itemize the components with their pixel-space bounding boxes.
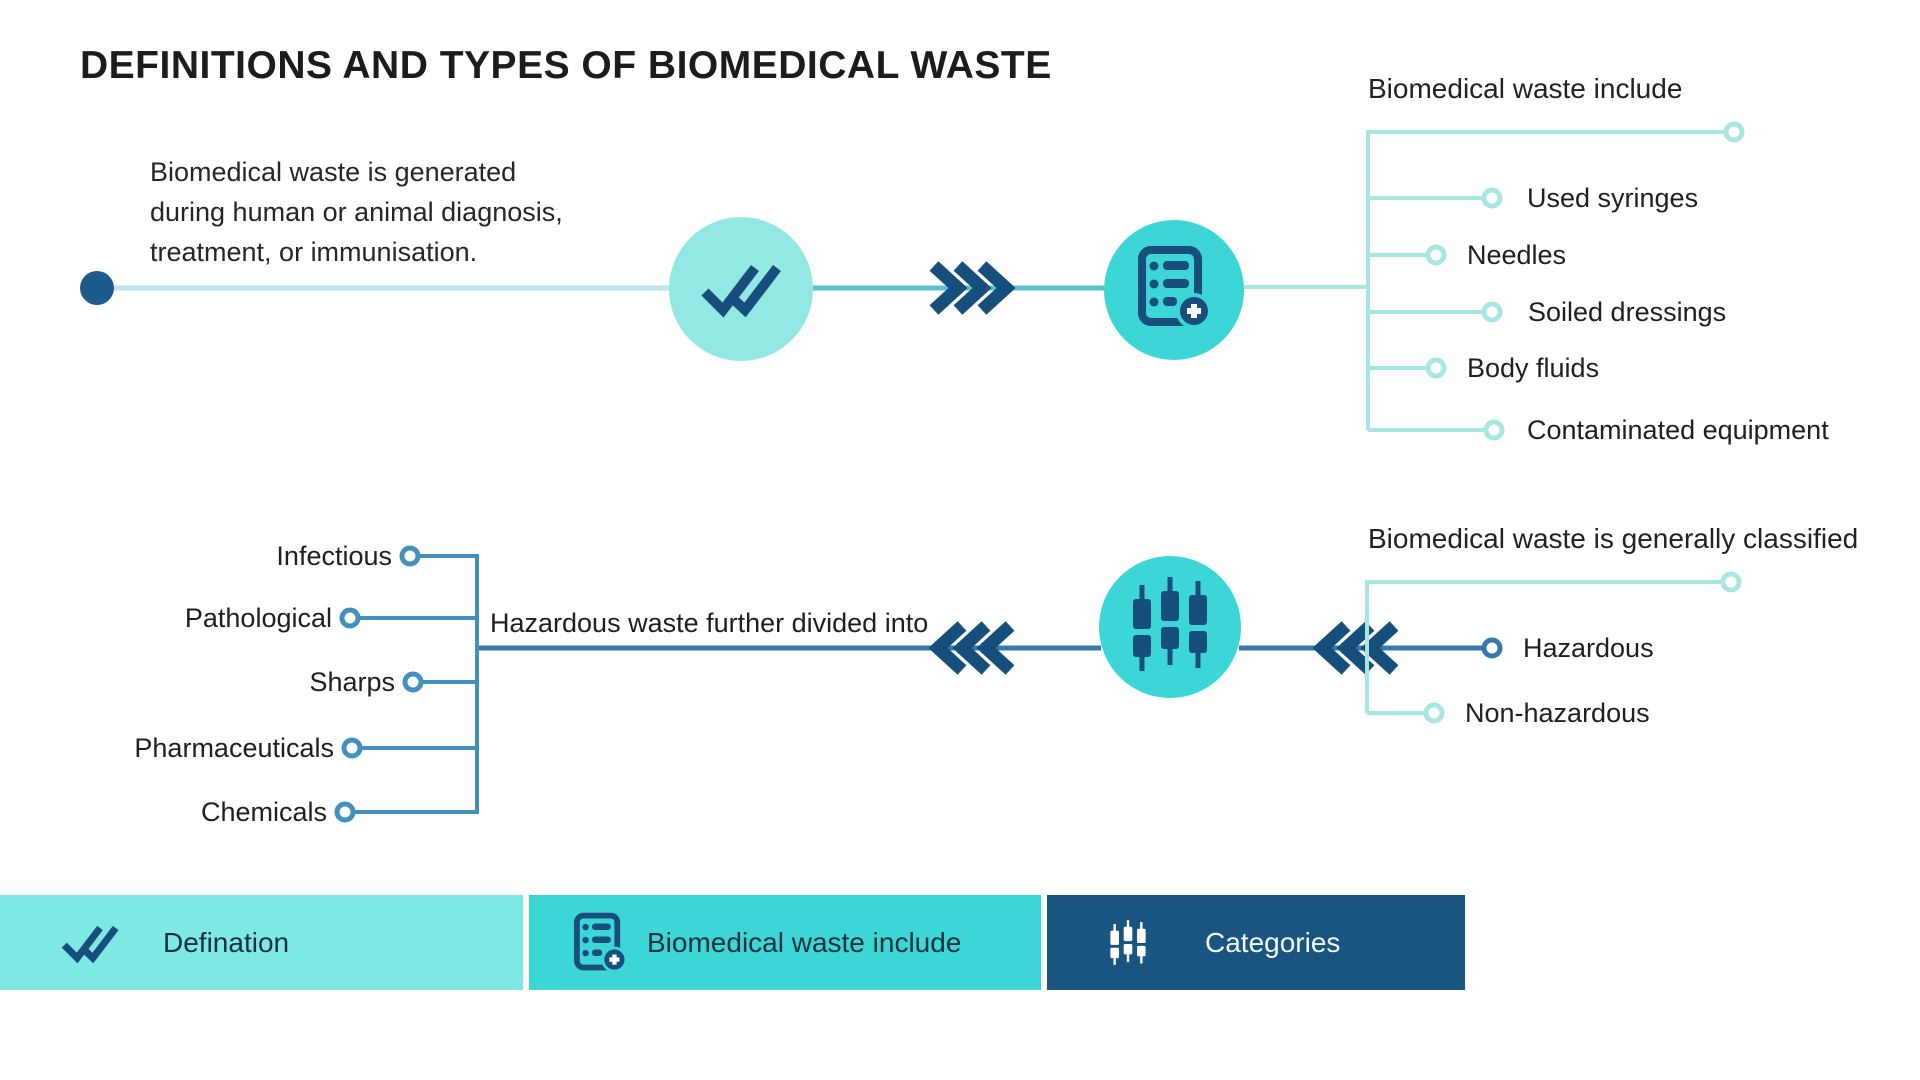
include-tree-nodes	[1425, 121, 1745, 441]
clipboard-plus-icon	[1138, 246, 1211, 329]
triple-chevron-left-icon	[1312, 621, 1399, 675]
legend-definition-label: Defination	[163, 926, 290, 958]
clipboard-plus-icon	[574, 912, 627, 973]
hazardous-tree-lines	[353, 554, 479, 814]
hazardous-item-infectious: Infectious	[276, 541, 392, 571]
triple-chevron-right-icon	[929, 261, 1016, 315]
legend-include-segment: Biomedical waste include	[529, 895, 1041, 990]
include-item-used-syringes: Used syringes	[1527, 183, 1699, 213]
hazardous-item-chemicals: Chemicals	[200, 797, 327, 827]
sliders-icon	[1110, 919, 1146, 965]
legend-include-label: Biomedical waste include	[647, 926, 962, 958]
definition-line-3: treatment, or immunisation.	[150, 237, 478, 267]
definition-line-1: Biomedical waste is generated	[150, 157, 517, 187]
include-tree-lines	[1366, 130, 1726, 432]
definition-text: Biomedical waste is generated during hum…	[150, 152, 563, 272]
classified-tree-nodes	[1423, 571, 1742, 724]
legend-bar: Defination Biomedical waste include	[0, 895, 1465, 990]
classified-tree-lines	[1365, 580, 1723, 715]
hazardous-tree-heading: Hazardous waste further divided into	[490, 608, 929, 638]
include-item-needles: Needles	[1467, 240, 1567, 270]
hazardous-tree-nodes	[334, 545, 424, 823]
legend-definition-segment: Defination	[0, 895, 523, 990]
include-item-body-fluids: Body fluids	[1467, 353, 1600, 383]
classified-tree-heading: Biomedical waste is generally classified	[1368, 523, 1859, 554]
sliders-icon	[1133, 577, 1207, 671]
include-item-soiled-dressings: Soiled dressings	[1528, 297, 1727, 327]
classified-item-hazardous: Hazardous	[1523, 633, 1654, 663]
legend-categories-label: Categories	[1205, 926, 1341, 958]
hazardous-item-pathological: Pathological	[184, 603, 332, 633]
hazardous-item-pharmaceuticals: Pharmaceuticals	[134, 733, 334, 763]
double-check-icon	[701, 264, 781, 318]
triple-chevron-left-icon	[928, 621, 1015, 675]
double-check-icon	[61, 925, 119, 963]
hazardous-item-sharps: Sharps	[309, 667, 395, 697]
classified-item-non-hazardous: Non-hazardous	[1465, 698, 1650, 728]
start-dot	[80, 271, 114, 305]
definition-line-2: during human or animal diagnosis,	[150, 197, 563, 227]
legend-categories-segment: Categories	[1047, 895, 1465, 990]
include-tree-heading: Biomedical waste include	[1368, 73, 1683, 104]
page-title: DEFINITIONS AND TYPES OF BIOMEDICAL WAST…	[80, 44, 1052, 87]
include-item-contaminated-equipment: Contaminated equipment	[1527, 415, 1829, 445]
